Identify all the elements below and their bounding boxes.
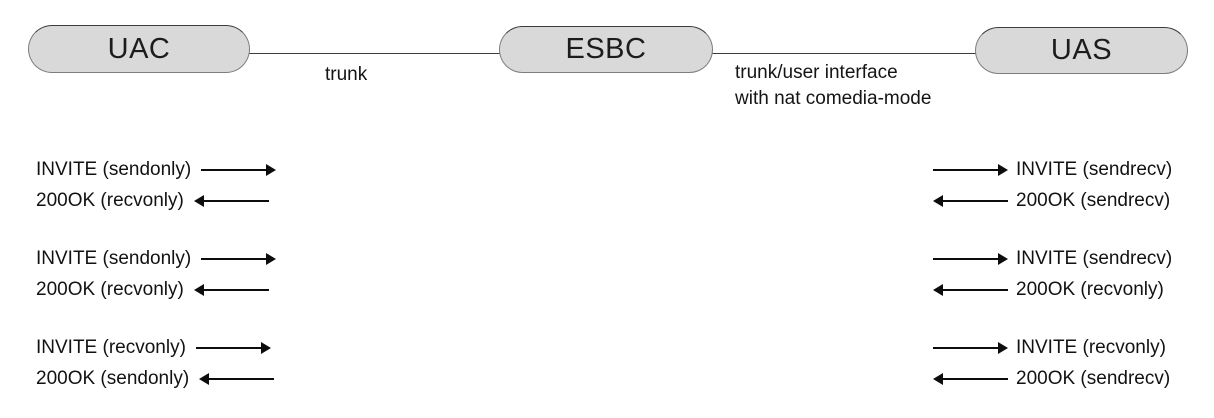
link-label-line2: with nat comedia-mode	[735, 88, 932, 109]
message-label: 200OK (recvonly)	[1016, 279, 1164, 300]
message-label: INVITE (recvonly)	[1016, 337, 1166, 358]
message-row: 200OK (recvonly)	[933, 277, 1164, 303]
node-esbc[interactable]: ESBC	[499, 26, 713, 73]
node-uas[interactable]: UAS	[975, 27, 1188, 74]
link-label-trunk-user-interface: trunk/user interface with nat comedia-mo…	[735, 60, 931, 112]
connector-uac-esbc	[249, 53, 501, 54]
message-row: 200OK (recvonly)	[36, 188, 269, 214]
arrow-left-icon	[933, 284, 1008, 296]
message-label: INVITE (sendonly)	[36, 248, 192, 269]
message-label: INVITE (sendrecv)	[1016, 248, 1173, 269]
connector-esbc-uas	[712, 53, 977, 54]
message-label: 200OK (recvonly)	[36, 190, 184, 211]
node-uas-label: UAS	[1050, 34, 1113, 66]
arrow-right-icon	[201, 164, 277, 176]
message-label: 200OK (sendonly)	[36, 368, 190, 389]
node-esbc-label: ESBC	[565, 33, 647, 65]
arrow-left-icon	[193, 195, 269, 207]
message-label: INVITE (sendrecv)	[1016, 159, 1173, 180]
message-row: 200OK (sendonly)	[36, 366, 275, 392]
node-uac-label: UAC	[107, 32, 171, 65]
message-label: 200OK (sendrecv)	[1016, 368, 1171, 389]
message-row: INVITE (recvonly)	[36, 335, 271, 361]
arrow-right-icon	[201, 253, 277, 265]
message-label: INVITE (recvonly)	[36, 337, 186, 358]
message-label: INVITE (sendonly)	[36, 159, 192, 180]
message-row: INVITE (sendrecv)	[933, 246, 1172, 272]
arrow-left-icon	[933, 373, 1008, 385]
message-row: 200OK (sendrecv)	[933, 188, 1170, 214]
message-label: 200OK (recvonly)	[36, 279, 184, 300]
link-label-trunk: trunk	[325, 64, 368, 85]
arrow-right-icon	[195, 342, 271, 354]
arrow-right-icon	[933, 253, 1008, 265]
message-row: INVITE (recvonly)	[933, 335, 1166, 361]
arrow-left-icon	[933, 195, 1008, 207]
arrow-right-icon	[933, 164, 1008, 176]
link-label-line1: trunk/user interface	[735, 62, 898, 83]
message-row: INVITE (sendonly)	[36, 157, 277, 183]
message-row: 200OK (recvonly)	[36, 277, 269, 303]
arrow-right-icon	[933, 342, 1008, 354]
message-label: 200OK (sendrecv)	[1016, 190, 1171, 211]
message-row: 200OK (sendrecv)	[933, 366, 1170, 392]
message-row: INVITE (sendrecv)	[933, 157, 1172, 183]
node-uac[interactable]: UAC	[28, 25, 250, 73]
arrow-left-icon	[193, 284, 269, 296]
message-row: INVITE (sendonly)	[36, 246, 277, 272]
arrow-left-icon	[199, 373, 275, 385]
